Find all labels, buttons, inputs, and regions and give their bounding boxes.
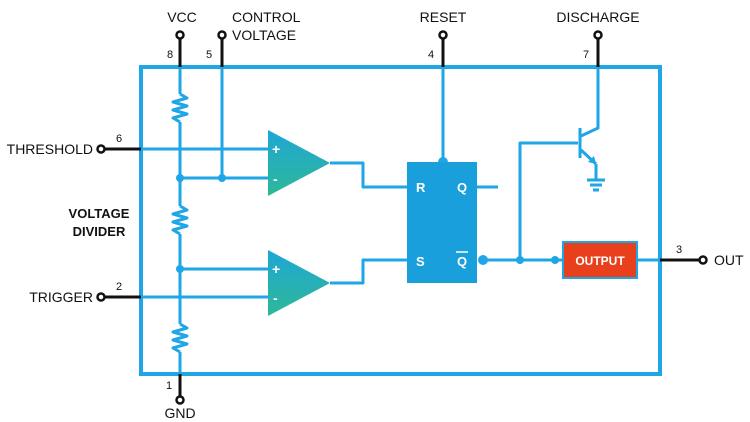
out-terminal xyxy=(698,255,708,265)
out-label: OUT xyxy=(714,252,744,268)
discharge-terminal xyxy=(593,30,603,40)
reset-terminal xyxy=(438,30,448,40)
discharge-pin-number: 7 xyxy=(583,49,589,61)
ic-package-outline xyxy=(139,65,662,376)
lower-comparator-minus: - xyxy=(273,290,278,306)
flipflop-r-label: R xyxy=(416,180,426,195)
sr-flip-flop: R Q S Q xyxy=(407,162,477,283)
junction-dots xyxy=(176,157,559,273)
vcc-label: VCC xyxy=(167,9,197,25)
control-label-line2: VOLTAGE xyxy=(232,27,296,43)
flipflop-qbar-label: Q xyxy=(457,254,467,269)
out-pin-number: 3 xyxy=(676,244,682,256)
lower-comparator: + - xyxy=(268,250,330,316)
gnd-pin-number: 1 xyxy=(166,380,172,392)
trigger-label: TRIGGER xyxy=(29,289,93,305)
reset-label: RESET xyxy=(420,9,467,25)
discharge-label: DISCHARGE xyxy=(556,9,639,25)
control-pin-number: 5 xyxy=(206,49,212,61)
gnd-label: GND xyxy=(164,405,195,421)
resistor-middle xyxy=(171,204,189,236)
pin-terminals xyxy=(96,30,708,405)
trigger-terminal xyxy=(96,292,106,302)
gnd-terminal xyxy=(175,395,185,405)
control-terminal xyxy=(217,30,227,40)
reset-pin-number: 4 xyxy=(428,49,434,61)
voltage-divider-label-line2: DIVIDER xyxy=(73,224,126,239)
upper-comparator-minus: - xyxy=(273,171,278,187)
threshold-label: THRESHOLD xyxy=(7,141,93,157)
flipflop-s-label: S xyxy=(416,254,425,269)
resistor-bottom xyxy=(171,322,189,354)
pin-leads xyxy=(104,38,700,397)
discharge-transistor xyxy=(578,128,605,192)
flipflop-q-label: Q xyxy=(457,180,467,195)
vcc-terminal xyxy=(175,30,185,40)
upper-comparator-plus: + xyxy=(272,141,280,157)
threshold-terminal xyxy=(96,144,106,154)
voltage-divider-label-line1: VOLTAGE xyxy=(69,206,130,221)
threshold-pin-number: 6 xyxy=(116,133,122,145)
lower-comparator-plus: + xyxy=(272,261,280,277)
control-label-line1: CONTROL xyxy=(232,9,301,25)
output-stage-label: OUTPUT xyxy=(575,254,625,268)
output-stage: OUTPUT xyxy=(562,241,638,279)
resistor-top xyxy=(171,92,189,124)
trigger-pin-number: 2 xyxy=(116,281,122,293)
vcc-pin-number: 8 xyxy=(167,49,173,61)
upper-comparator: + - xyxy=(268,130,330,196)
